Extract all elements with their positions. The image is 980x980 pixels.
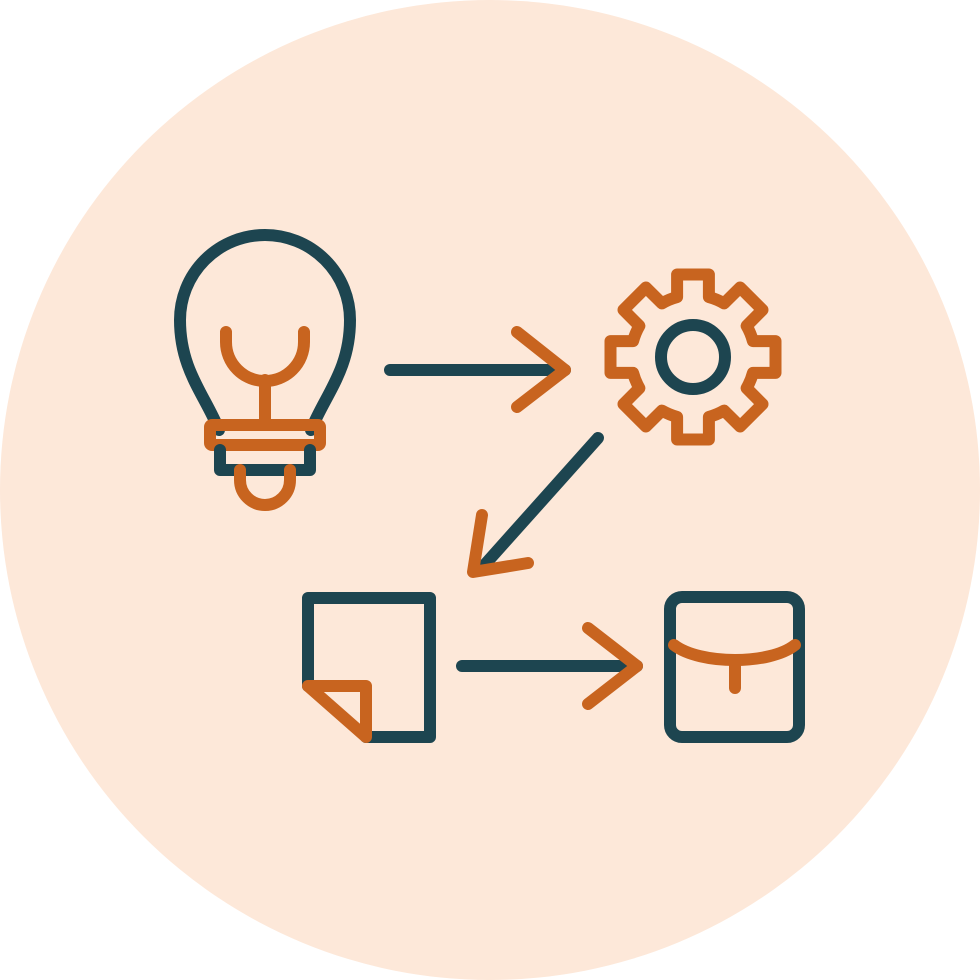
- gear-icon: [604, 268, 782, 446]
- arrow-down-left-icon: [467, 432, 604, 578]
- arrow-right-icon: [384, 326, 571, 413]
- lightbulb-icon: [174, 229, 356, 511]
- document-icon: [302, 592, 436, 743]
- box-icon: [664, 591, 805, 743]
- arrow-right-icon: [456, 622, 643, 710]
